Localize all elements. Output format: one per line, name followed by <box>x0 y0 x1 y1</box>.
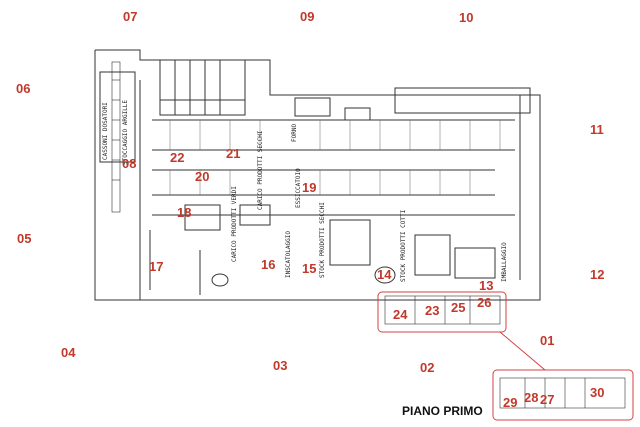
zone-label-23: 23 <box>425 303 440 318</box>
zone-label-28: 28 <box>524 390 539 405</box>
zone-label-27: 27 <box>540 392 555 407</box>
label-essiccatoio: ESSICCATOIO <box>295 168 302 208</box>
zone-label-25: 25 <box>451 300 466 315</box>
zone-label-08: 08 <box>122 156 137 171</box>
zone-label-22: 22 <box>170 150 185 165</box>
first-floor-zone <box>377 291 634 421</box>
label-carico-prodotti-verdi: CARICO PRODOTTI VERDI <box>231 186 238 262</box>
zone-label-26: 26 <box>477 295 492 310</box>
zone-label-13: 13 <box>479 278 494 293</box>
outer-label-09: 09 <box>300 9 315 24</box>
piano-primo-label: PIANO PRIMO <box>402 404 483 418</box>
outer-label-02: 02 <box>420 360 435 375</box>
zone-label-14: 14 <box>377 267 392 282</box>
zone-label-18: 18 <box>177 205 192 220</box>
outer-label-07: 07 <box>123 9 138 24</box>
label-cassoni-dosatori: CASSONI DOSATORI <box>102 102 109 160</box>
outer-label-01: 01 <box>540 333 555 348</box>
zone-label-24: 24 <box>393 307 408 322</box>
clay-conveyor <box>111 61 121 213</box>
label-stock-prodotti-cotti: STOCK PRODOTTI COTTI <box>400 209 407 282</box>
building-outline <box>94 49 541 301</box>
zone-label-29: 29 <box>503 395 518 410</box>
kiln-grid <box>169 120 501 195</box>
zone-label-19: 19 <box>302 180 317 195</box>
zone-label-17: 17 <box>149 259 164 274</box>
outer-label-11: 11 <box>590 122 604 137</box>
label-stock-prodotti-secchi: STOCK PRODOTTI SECCHI <box>319 202 326 278</box>
zone-label-15: 15 <box>302 261 317 276</box>
zone-label-21: 21 <box>226 146 241 161</box>
outer-label-10: 10 <box>459 10 474 25</box>
label-inscatolaggio: INSCATOLAGGIO <box>285 231 292 278</box>
label-imballaggio: IMBALLAGGIO <box>501 242 508 282</box>
outer-label-06: 06 <box>16 81 31 96</box>
outer-label-05: 05 <box>17 231 32 246</box>
label-carico-prodotti-secchi: CARICO PRODOTTI SECCHI <box>257 130 264 210</box>
outer-label-04: 04 <box>61 345 76 360</box>
outer-label-03: 03 <box>273 358 288 373</box>
label-stoccaggio-argille: STOCCAGGIO ARGILLE <box>122 100 129 165</box>
vertical-labels: CASSONI DOSATORI STOCCAGGIO ARGILLE FORN… <box>102 100 508 282</box>
label-forno: FORNO <box>291 124 298 142</box>
zone-label-16: 16 <box>261 257 276 272</box>
zone-label-20: 20 <box>195 169 210 184</box>
outer-label-12: 12 <box>590 267 605 282</box>
zone-label-30: 30 <box>590 385 605 400</box>
